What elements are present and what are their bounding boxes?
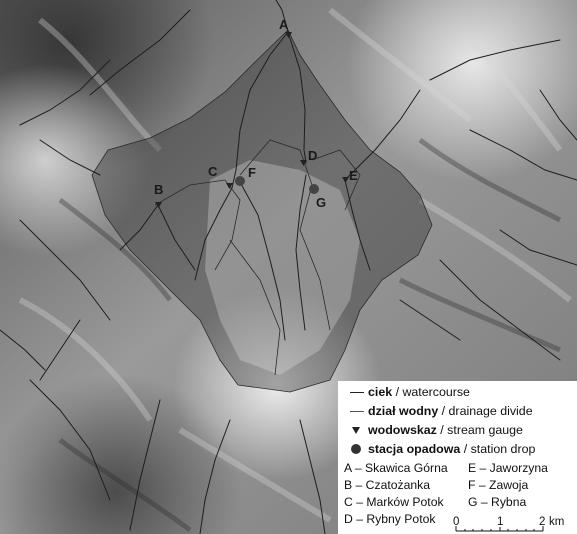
divide-symbol — [350, 411, 364, 412]
label-d: D — [308, 148, 318, 163]
legend-gauge: wodowskaz / stream gauge — [344, 421, 573, 440]
scale-ruler — [455, 526, 544, 532]
legend-divide-bold: dział wodny — [368, 404, 439, 418]
gauge-c-marker — [226, 183, 233, 189]
station-f-dot — [235, 176, 245, 186]
gauge-d-marker — [300, 160, 307, 166]
key-a: A – Skawica Górna — [344, 461, 448, 475]
legend-watercourse-bold: ciek — [368, 385, 393, 399]
label-g: G — [316, 195, 327, 210]
station-g-dot — [309, 184, 319, 194]
label-c: C — [208, 164, 218, 179]
gauge-symbol-icon — [352, 427, 360, 434]
valley-texture — [58, 137, 562, 533]
basin-lit-interior — [205, 160, 360, 375]
legend-station-rest: / station drop — [460, 442, 536, 456]
legend-station-bold: stacja opadowa — [368, 442, 461, 456]
key-c: C – Marków Potok — [344, 495, 444, 509]
legend-station: stacja opadowa / station drop — [344, 440, 573, 459]
legend-divide-rest: / drainage divide — [438, 404, 533, 418]
label-b: B — [154, 182, 164, 197]
key-b: B – Czatożanka — [344, 478, 431, 492]
label-f: F — [248, 165, 256, 180]
scale-tick-2: 2 — [539, 516, 545, 528]
gauge-e-marker — [342, 177, 349, 183]
legend-gauge-rest: / stream gauge — [436, 423, 523, 437]
legend-watercourse: ciek / watercourse — [344, 383, 573, 402]
legend-watercourse-rest: / watercourse — [392, 385, 470, 399]
legend-gauge-bold: wodowskaz — [368, 423, 437, 437]
scale-bar: 0 1 2 km — [453, 516, 564, 532]
drainage-divides — [91, 29, 433, 393]
legend-divide: dział wodny / drainage divide — [344, 402, 573, 421]
map-legend: ciek / watercourse dział wodny / drainag… — [338, 381, 577, 534]
gauge-a-marker — [285, 32, 292, 38]
label-e: E — [349, 168, 358, 183]
key-d: D – Rybny Potok — [344, 512, 436, 526]
label-a: A — [279, 17, 289, 32]
scale-unit: km — [549, 516, 564, 528]
station-symbol-icon — [351, 444, 361, 454]
key-g: G – Rybna — [468, 495, 527, 509]
key-f: F – Zawoja — [468, 478, 529, 492]
key-e: E – Jaworzyna — [468, 461, 548, 475]
ridge-texture — [18, 7, 572, 523]
scale-tick-1: 1 — [497, 516, 503, 528]
gauge-b-marker — [155, 202, 162, 208]
scale-tick-0: 0 — [453, 516, 459, 528]
watercourse-symbol — [350, 392, 364, 393]
basin-shade — [92, 30, 432, 392]
